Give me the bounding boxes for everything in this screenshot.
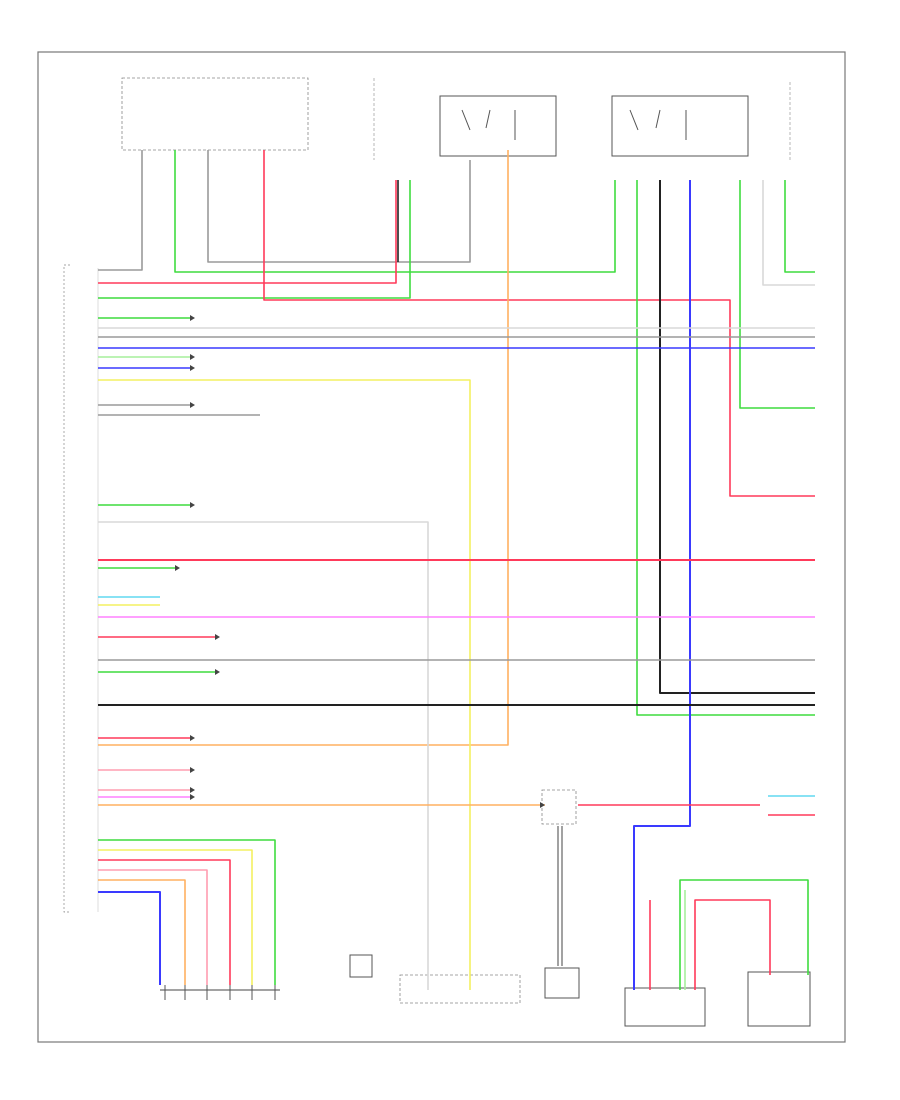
wire-top-red-1 — [263, 150, 397, 284]
connector-arrow-8 — [190, 735, 195, 741]
connector-arrow-2 — [190, 365, 195, 371]
connector-arrow-7 — [215, 669, 220, 675]
connector-arrow-9 — [190, 767, 195, 773]
wire-gray-right-1 — [762, 180, 815, 286]
transmission-sensor — [544, 967, 580, 999]
top-components — [121, 77, 791, 160]
fuel-relay — [611, 95, 749, 157]
wire-cam-green — [98, 839, 276, 985]
wire-green-ecm — [98, 180, 411, 299]
wire-cam-pink — [98, 869, 208, 985]
wire-top-green-1 — [174, 150, 616, 273]
connector-arrow-0 — [190, 315, 195, 321]
wire-cam-blue — [98, 891, 161, 985]
connector-arrow-10 — [190, 787, 195, 793]
ground-point — [349, 954, 373, 978]
wire-fp-green-1 — [679, 879, 809, 990]
bottom-components — [160, 789, 811, 1027]
wire-green-right-1 — [739, 180, 815, 409]
connector-arrow-6 — [215, 634, 220, 640]
wire-cam-red — [98, 859, 231, 985]
connector-arrow-11 — [190, 794, 195, 800]
wire-top-black-1 — [207, 150, 471, 263]
wire-layer — [98, 150, 815, 990]
fuse-relay-block — [121, 77, 309, 151]
fuel-pump-control-ecu — [624, 987, 706, 1027]
wire-orange-vertical — [98, 150, 509, 746]
diagram-frame — [37, 51, 846, 1043]
wire-row-yellow-380 — [98, 379, 471, 990]
junction-box — [541, 789, 577, 825]
wire-red-right — [263, 283, 815, 497]
wire-cam-orange — [98, 879, 186, 985]
wire-top-gray-1 — [98, 150, 143, 271]
connector-arrow-1 — [190, 354, 195, 360]
camshaft-sensor-connector — [160, 985, 280, 1000]
wire-blue-pump — [633, 180, 691, 990]
connector-arrow-4 — [190, 502, 195, 508]
wire-cam-yellow — [98, 849, 253, 985]
connector-arrow-5 — [175, 565, 180, 571]
park-neutral-switch — [399, 974, 521, 1004]
wire-green-relay — [636, 180, 815, 716]
wire-fp-red-2 — [694, 899, 771, 990]
fuel-pump-assembly — [747, 971, 811, 1027]
marker-layer — [175, 315, 545, 808]
connector-arrow-3 — [190, 402, 195, 408]
wire-row-gray-522 — [98, 521, 429, 990]
efi-relay — [439, 95, 557, 157]
ecm-block — [63, 264, 99, 913]
connector-arrow-junction — [540, 802, 545, 808]
wire-green-right-2 — [784, 180, 815, 273]
wire-black-relay-1 — [659, 180, 815, 694]
